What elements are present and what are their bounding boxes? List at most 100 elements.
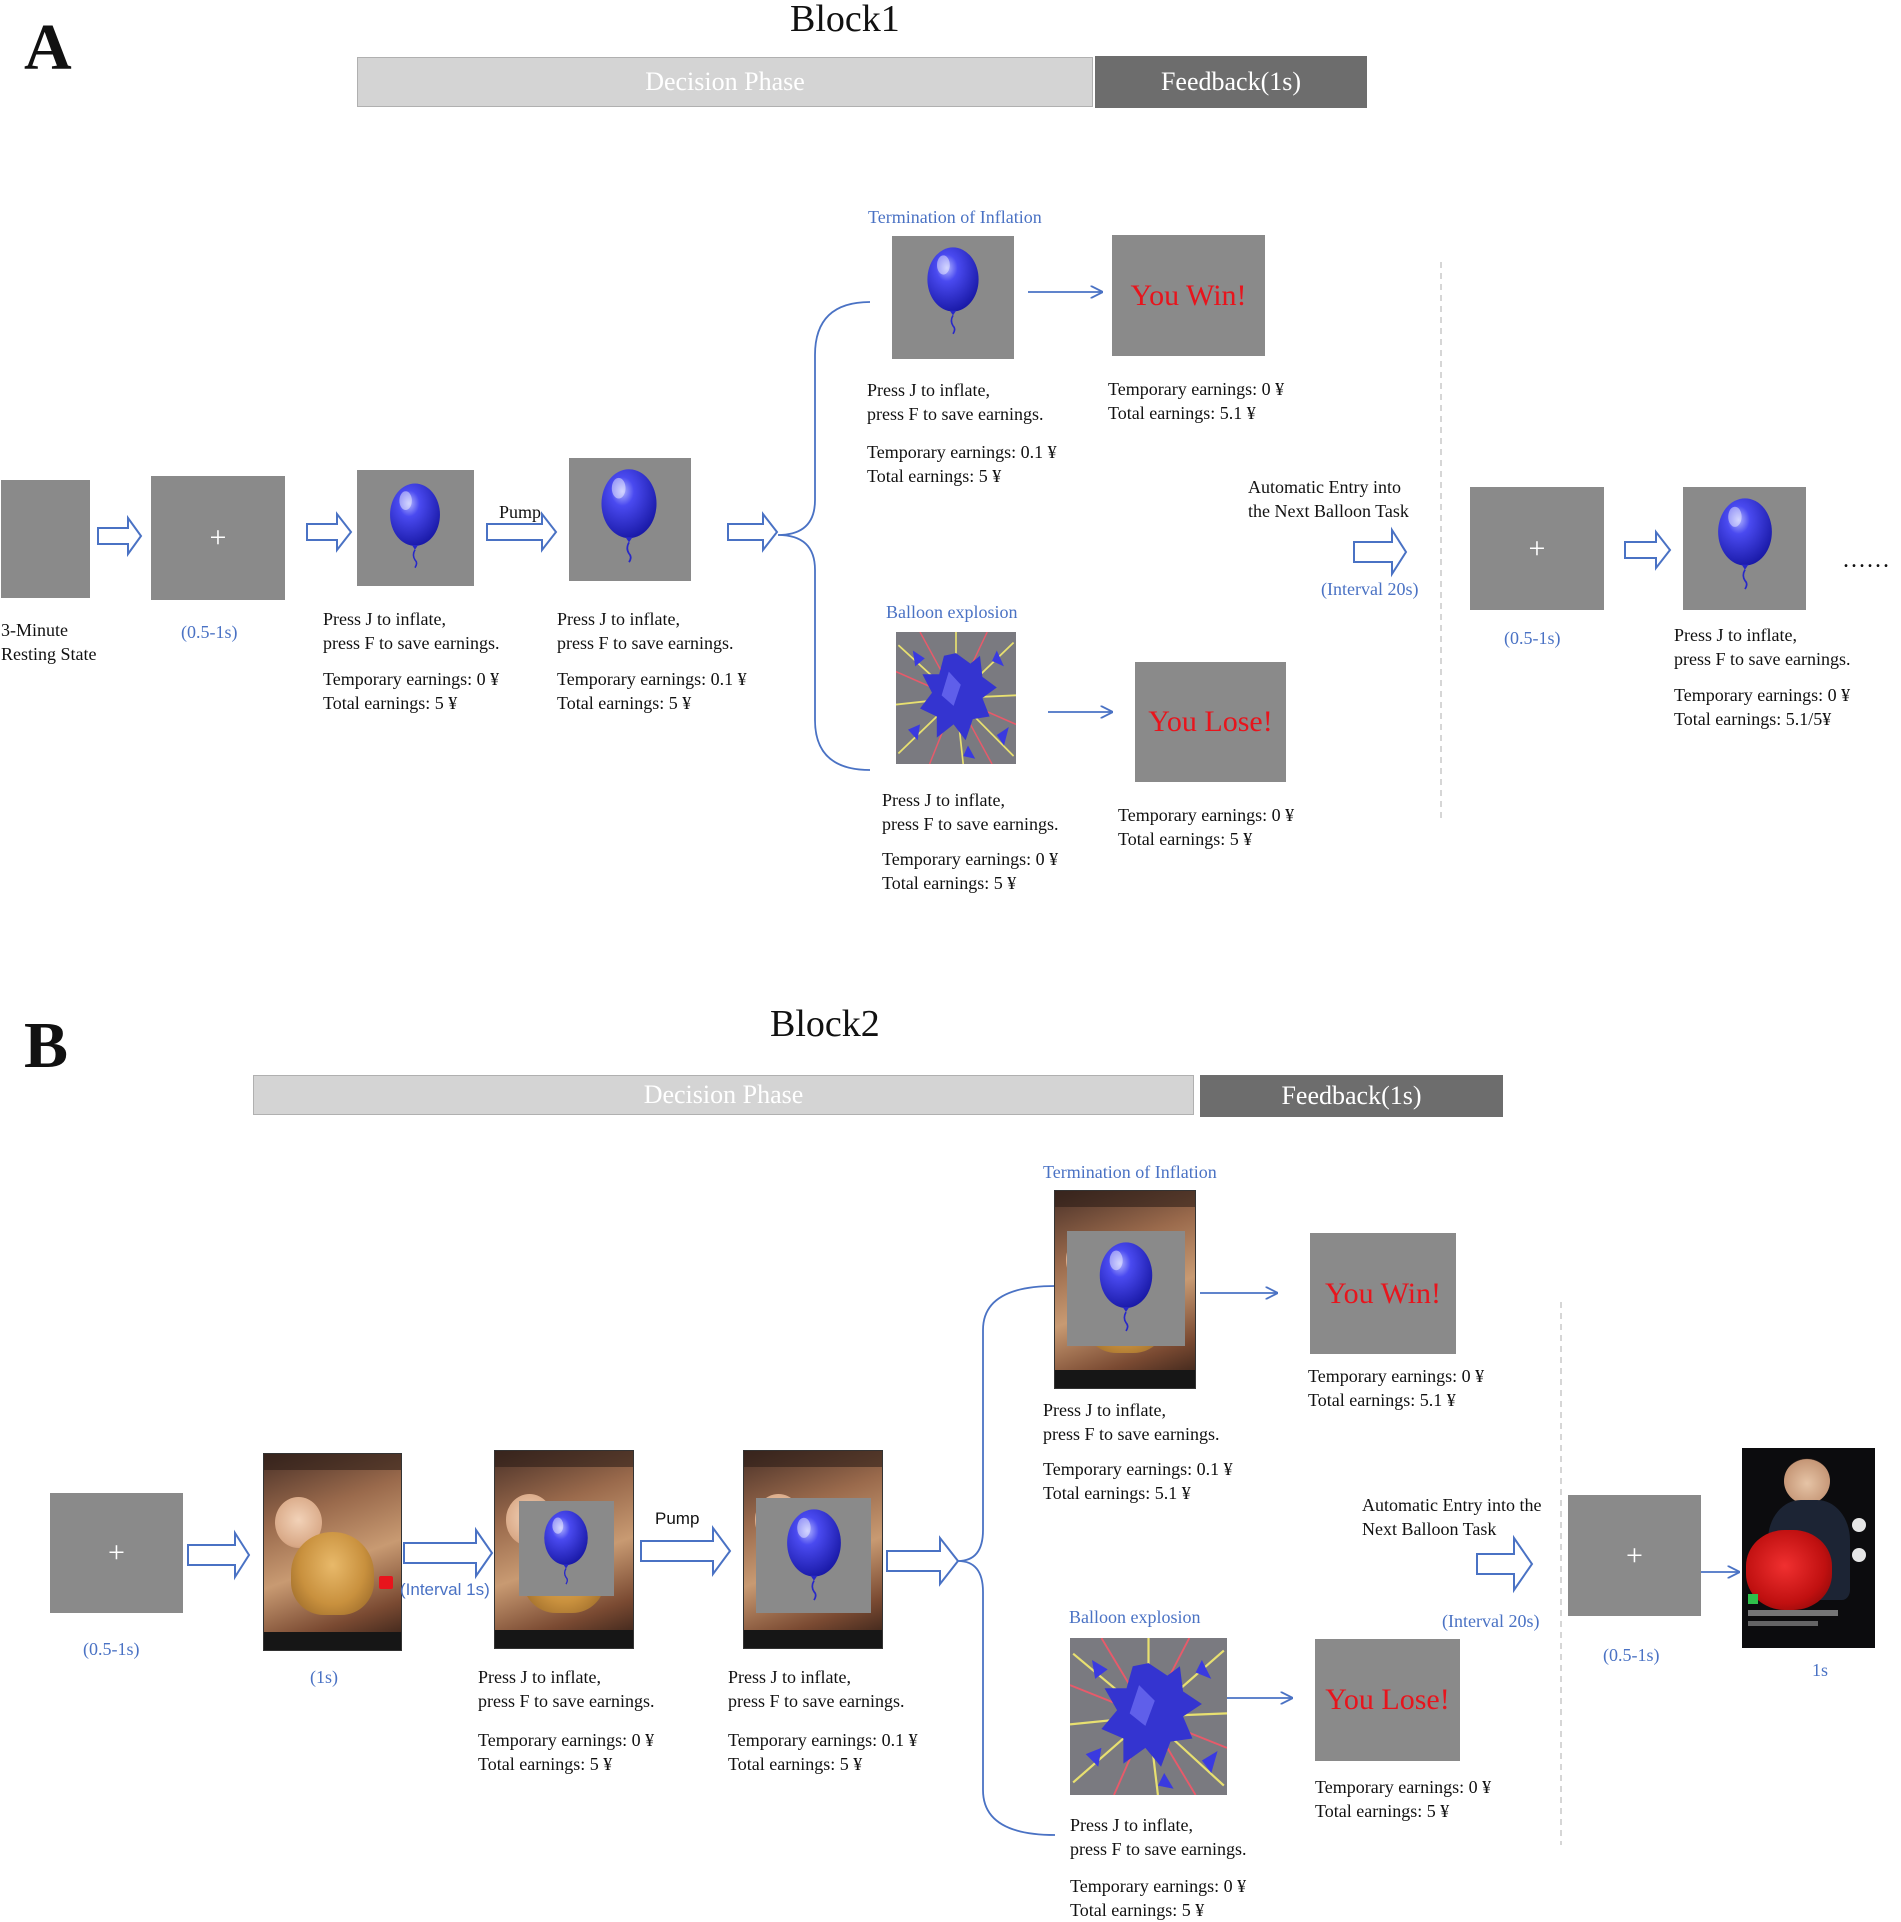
interval-label: (Interval 1s)	[400, 1580, 490, 1599]
hollow-arrow	[727, 511, 779, 553]
temporary-earnings: Temporary earnings: 0 ¥	[1108, 379, 1285, 399]
decision-phase-bar: Decision Phase	[253, 1075, 1194, 1115]
panel-letter-a: A	[24, 11, 72, 84]
branch-bracket	[777, 301, 871, 771]
instruction-line2: press F to save earnings.	[323, 633, 500, 653]
total-earnings: Total earnings: 5 ¥	[478, 1754, 613, 1774]
auto-entry-line1: Automatic Entry into	[1248, 477, 1401, 497]
instruction-line1: Press J to inflate,	[882, 790, 1005, 810]
video-duration-label: (1s)	[310, 1667, 338, 1687]
feedback-phase-bar: Feedback(1s)	[1095, 56, 1367, 108]
total-earnings: Total earnings: 5 ¥	[867, 466, 1002, 486]
lose-feedback-screen: You Lose!	[1135, 662, 1286, 782]
total-earnings: Total earnings: 5.1/5¥	[1674, 709, 1832, 729]
resting-label-line1: 3-Minute	[1, 620, 68, 640]
fixation-screen: +	[1568, 1495, 1701, 1616]
fixation-screen: +	[151, 476, 285, 600]
balloon-screen	[569, 458, 691, 581]
interval-label: (Interval 20s)	[1442, 1611, 1540, 1631]
auto-entry-line2: the Next Balloon Task	[1248, 501, 1409, 521]
balloon-icon	[1085, 1235, 1167, 1335]
temporary-earnings: Temporary earnings: 0.1 ¥	[728, 1730, 918, 1750]
instruction-line2: press F to save earnings.	[1674, 649, 1851, 669]
temporary-earnings: Temporary earnings: 0 ¥	[478, 1730, 655, 1750]
explosion-label: Balloon explosion	[1069, 1607, 1201, 1627]
temporary-earnings: Temporary earnings: 0 ¥	[323, 669, 500, 689]
pump-label: Pump	[655, 1509, 700, 1528]
hollow-arrow	[403, 1526, 494, 1580]
balloon-icon	[913, 240, 993, 338]
balloon-screen	[357, 470, 474, 586]
termination-label: Termination of Inflation	[1043, 1162, 1217, 1182]
jitter-label: (0.5-1s)	[181, 622, 238, 642]
hollow-arrow	[306, 511, 353, 553]
instruction-line2: press F to save earnings.	[882, 814, 1059, 834]
pump-label: Pump	[499, 502, 542, 522]
hollow-arrow	[886, 1535, 960, 1587]
final-duration-label: 1s	[1812, 1660, 1829, 1680]
block-title-2: Block2	[770, 1003, 880, 1045]
hollow-arrow	[1476, 1534, 1534, 1594]
instruction-line2: press F to save earnings.	[867, 404, 1044, 424]
block-title-1: Block1	[790, 0, 900, 40]
balloon-icon	[772, 1502, 856, 1604]
balloon-icon	[376, 476, 454, 572]
instruction-line2: press F to save earnings.	[1070, 1839, 1247, 1859]
termination-label: Termination of Inflation	[868, 207, 1042, 227]
balloon-icon	[1703, 491, 1787, 593]
total-earnings: Total earnings: 5 ¥	[1315, 1801, 1450, 1821]
interval-label: (Interval 20s)	[1321, 579, 1419, 599]
instruction-line1: Press J to inflate,	[1070, 1815, 1193, 1835]
resting-state-screen	[1, 480, 90, 598]
total-earnings: Total earnings: 5 ¥	[1070, 1900, 1205, 1920]
total-earnings: Total earnings: 5 ¥	[557, 693, 692, 713]
balloon-overlay	[519, 1501, 614, 1596]
lose-feedback-screen: You Lose!	[1315, 1639, 1460, 1761]
hollow-arrow	[187, 1529, 251, 1581]
auto-entry-line2: Next Balloon Task	[1362, 1519, 1497, 1539]
instruction-line1: Press J to inflate,	[1043, 1400, 1166, 1420]
instruction-line2: press F to save earnings.	[728, 1691, 905, 1711]
total-earnings: Total earnings: 5 ¥	[882, 873, 1017, 893]
balloon-screen	[892, 236, 1014, 359]
instruction-line1: Press J to inflate,	[557, 609, 680, 629]
temporary-earnings: Temporary earnings: 0 ¥	[1070, 1876, 1247, 1896]
auto-entry-line1: Automatic Entry into the	[1362, 1495, 1542, 1515]
continuation-ellipsis: ......	[1843, 547, 1891, 573]
balloon-screen	[1683, 487, 1806, 610]
balloon-overlay	[1067, 1231, 1185, 1346]
final-video-screen	[1742, 1448, 1875, 1648]
balloon-icon	[532, 1504, 600, 1588]
panel-letter-b: B	[24, 1009, 69, 1082]
fixation-screen: +	[50, 1493, 183, 1613]
temporary-earnings: Temporary earnings: 0 ¥	[1315, 1777, 1492, 1797]
temporary-earnings: Temporary earnings: 0 ¥	[1674, 685, 1851, 705]
instruction-line1: Press J to inflate,	[867, 380, 990, 400]
temporary-earnings: Temporary earnings: 0.1 ¥	[1043, 1459, 1233, 1479]
total-earnings: Total earnings: 5 ¥	[1118, 829, 1253, 849]
resting-label-line2: Resting State	[1, 644, 97, 664]
balloon-icon	[586, 462, 672, 566]
win-feedback-screen: You Win!	[1112, 235, 1265, 356]
win-feedback-screen: You Win!	[1310, 1233, 1456, 1354]
branch-bracket	[957, 1285, 1056, 1836]
balloon-burst-image	[1070, 1638, 1227, 1795]
decision-phase-bar: Decision Phase	[357, 57, 1093, 107]
temporary-earnings: Temporary earnings: 0.1 ¥	[557, 669, 747, 689]
instruction-line2: press F to save earnings.	[1043, 1424, 1220, 1444]
explosion-label: Balloon explosion	[886, 602, 1018, 622]
balloon-burst-image	[896, 632, 1016, 764]
instruction-line1: Press J to inflate,	[323, 609, 446, 629]
instruction-line1: Press J to inflate,	[1674, 625, 1797, 645]
temporary-earnings: Temporary earnings: 0.1 ¥	[867, 442, 1057, 462]
video-balloon-screen	[494, 1450, 634, 1649]
instruction-line1: Press J to inflate,	[478, 1667, 601, 1687]
temporary-earnings: Temporary earnings: 0 ¥	[1308, 1366, 1485, 1386]
video-balloon-screen	[1054, 1190, 1196, 1389]
jitter-label: (0.5-1s)	[1603, 1645, 1660, 1665]
balloon-overlay	[756, 1498, 871, 1613]
jitter-label: (0.5-1s)	[1504, 628, 1561, 648]
fixation-screen: +	[1470, 487, 1604, 610]
total-earnings: Total earnings: 5 ¥	[728, 1754, 863, 1774]
